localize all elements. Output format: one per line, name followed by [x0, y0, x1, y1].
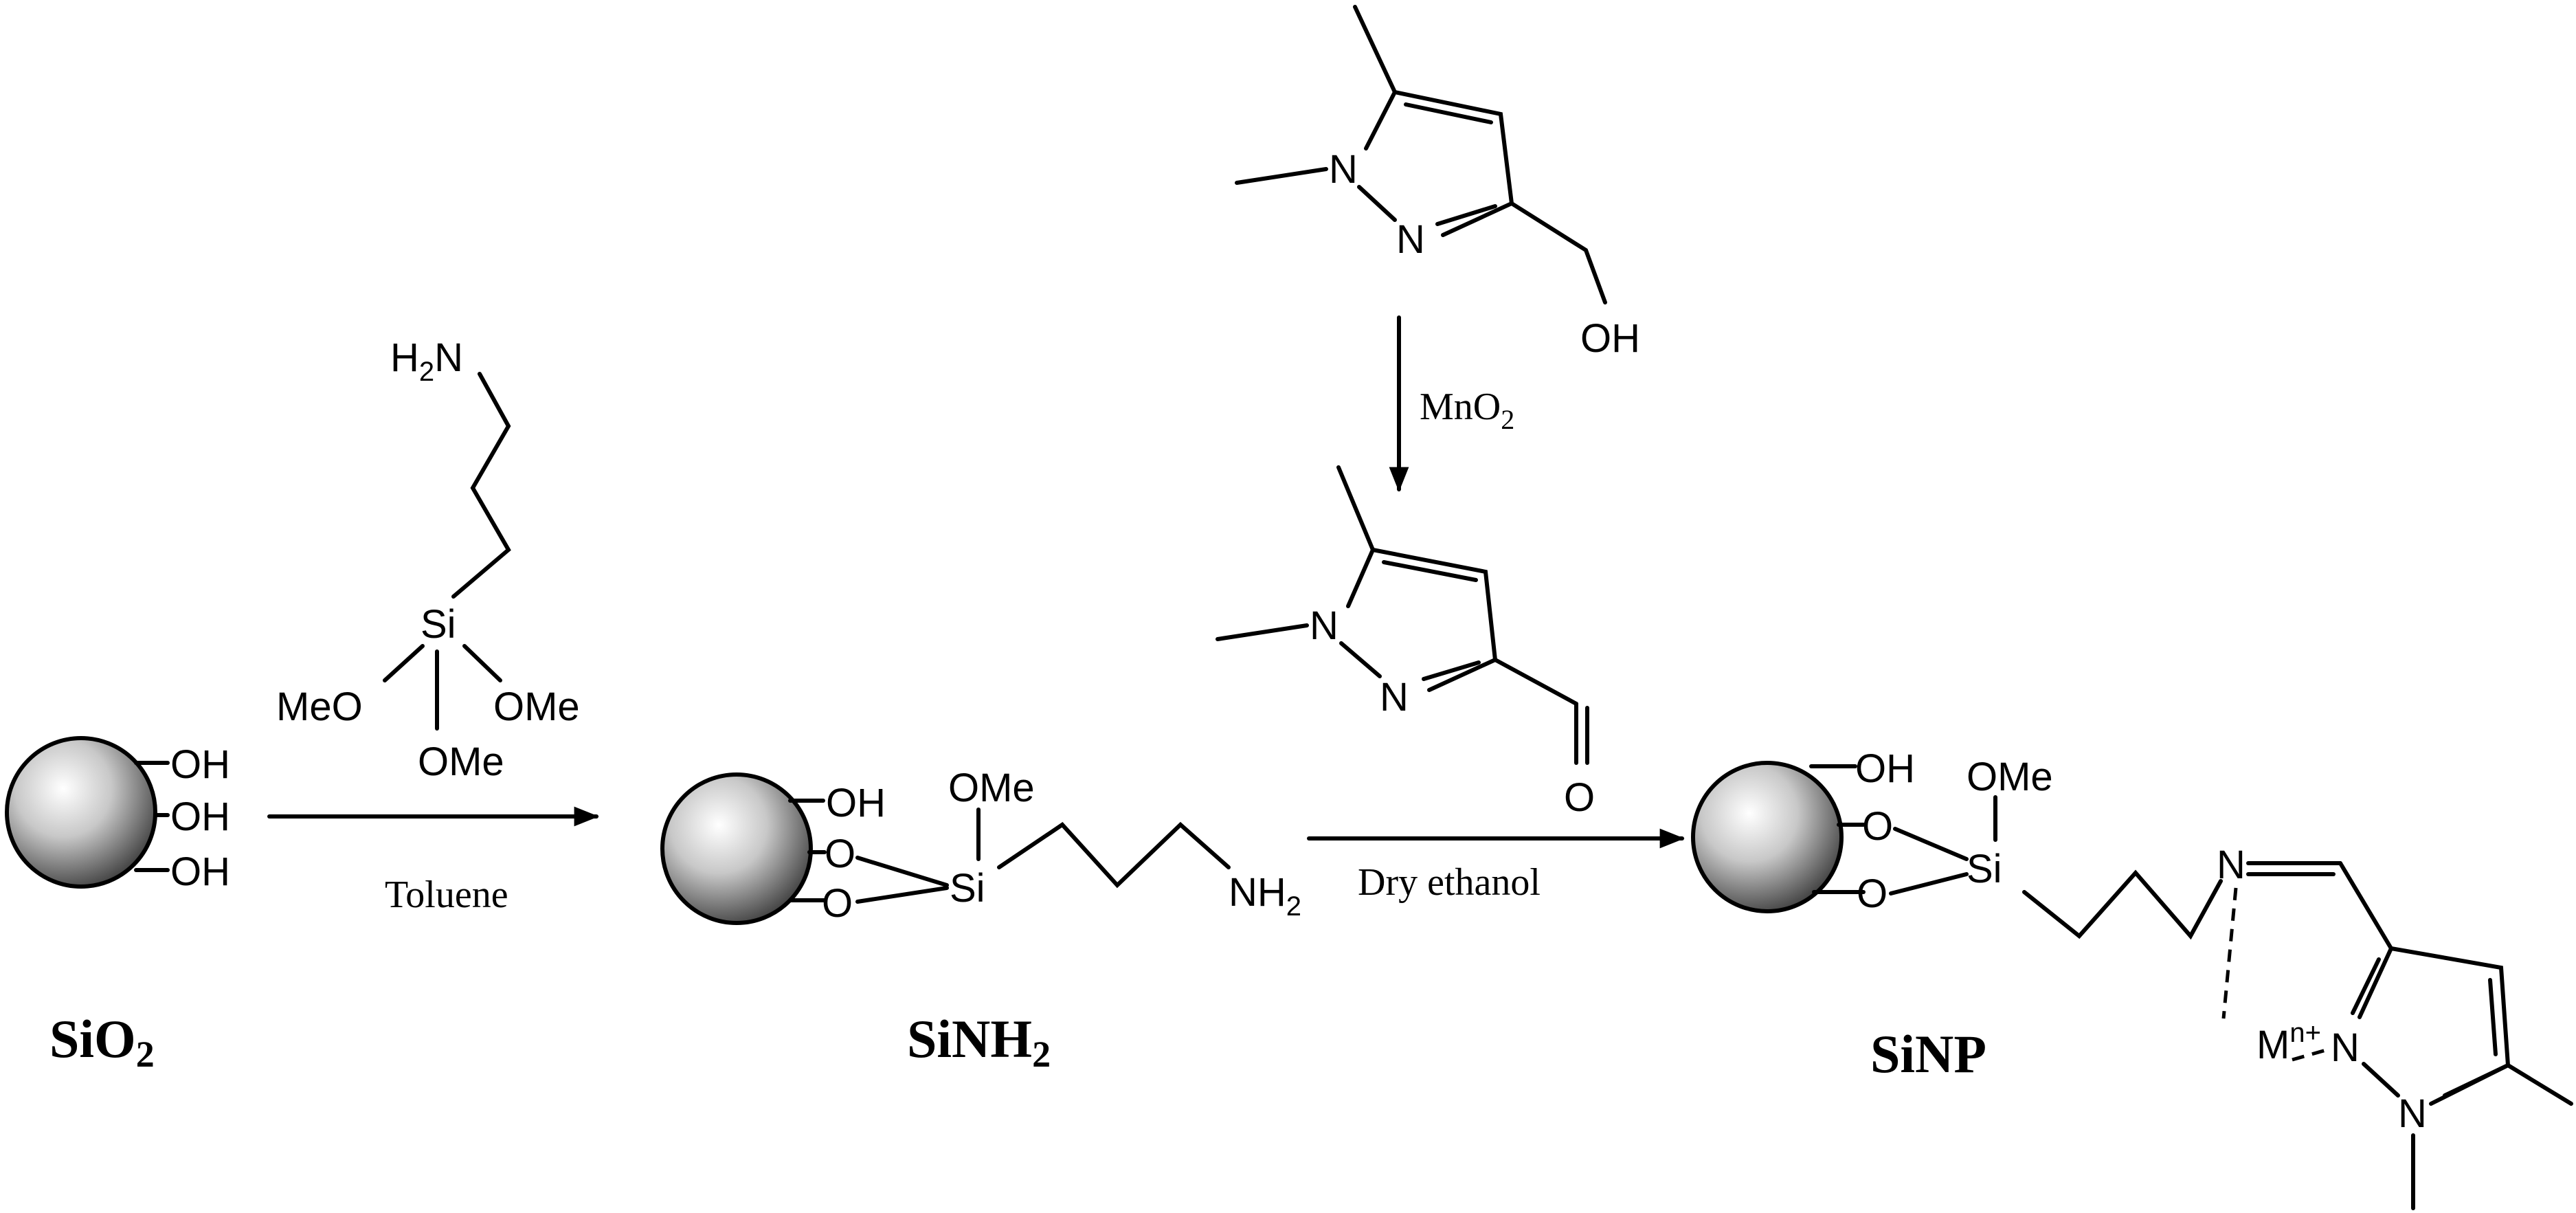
- pyrazole-methanol-structure: N N OH: [1235, 5, 1640, 361]
- coordination-bond-pyrazole: [2292, 1047, 2331, 1062]
- ring-double-bond: [1404, 102, 1493, 124]
- sinp-particle: OH O O Si OMe N N N Mn+: [1691, 746, 2573, 1210]
- ring-double-bond: [1422, 660, 1481, 681]
- silicon-label: Si: [950, 866, 985, 911]
- bond-c5-n1: [1346, 548, 1375, 608]
- ring-double-bond: [2488, 978, 2498, 1056]
- pyrazole-aldehyde-structure: N N O: [1216, 465, 1595, 820]
- pyrazole-ring: [1393, 90, 1514, 237]
- hydroxyl-label: OH: [826, 781, 886, 825]
- propyl-chain: [2022, 869, 2223, 940]
- solvent-toluene-label: Toluene: [385, 873, 508, 916]
- silica-sphere: [1691, 761, 1844, 913]
- methoxy-bottom-label: OMe: [418, 739, 504, 784]
- bond-n1-c5: [2429, 1063, 2510, 1106]
- nitrogen-label: N: [2398, 1091, 2427, 1136]
- compound-label-sinh2: SiNH2: [907, 1009, 1051, 1075]
- methoxy-left-label: MeO: [276, 685, 363, 729]
- bond-methyl: [1336, 465, 1375, 552]
- ring-double-bond: [1382, 560, 1478, 582]
- bond-c3-n2: [2357, 946, 2393, 1019]
- ring-double-bond: [1435, 204, 1497, 226]
- bond-n-methyl: [1235, 167, 1328, 185]
- nitrogen-label: N: [1310, 603, 1339, 648]
- oxygen-label: O: [1564, 775, 1595, 820]
- hydroxyl-label: OH: [1855, 746, 1915, 791]
- bond-n2-n1: [2362, 1062, 2400, 1098]
- compound-label-sio2: SiO2: [49, 1009, 155, 1075]
- aptms-structure: H2N Si MeO OMe OMe: [276, 335, 580, 784]
- oxygen-label: O: [1857, 871, 1888, 916]
- bond-n-methyl: [1216, 623, 1309, 641]
- hydroxyl-label: OH: [1580, 316, 1640, 361]
- bond-o-si-1: [1893, 827, 1969, 861]
- bond-ch2oh: [1510, 201, 1607, 304]
- solvent-dry-ethanol-label: Dry ethanol: [1358, 861, 1541, 904]
- bond-o-si-1: [855, 856, 949, 887]
- amine-label: NH2: [1229, 870, 1301, 922]
- bond-n1-n2: [1339, 641, 1382, 678]
- methoxy-right-label: OMe: [493, 685, 580, 729]
- coordination-bond-imine: [2221, 887, 2238, 1019]
- nitrogen-label: N: [1396, 217, 1425, 262]
- bond-si-ome-left: [383, 644, 425, 682]
- metal-ion-label: Mn+: [2256, 1018, 2321, 1067]
- nitrogen-label: N: [1380, 675, 1409, 720]
- bond-si-ome-right: [462, 644, 502, 682]
- bond-o-si-2: [855, 886, 949, 904]
- hydroxyl-label: OH: [170, 849, 230, 894]
- silicon-label: Si: [421, 602, 456, 647]
- silica-sphere: [5, 736, 157, 889]
- amine-silica-particle: OH O O Si OMe NH2: [660, 766, 1301, 926]
- nitrogen-label: N: [1329, 147, 1358, 192]
- propyl-chain: [997, 821, 1231, 889]
- compound-label-sinp: SiNP: [1870, 1024, 1986, 1084]
- bond-methyl: [1353, 5, 1397, 94]
- oxidant-label: MnO2: [1420, 386, 1514, 435]
- pyrazole-ring: [1371, 548, 1498, 692]
- nitrogen-label: N: [2331, 1025, 2360, 1070]
- imine-nitrogen-label: N: [2217, 843, 2245, 887]
- hydroxyl-label: OH: [170, 742, 230, 787]
- propyl-chain: [451, 372, 511, 599]
- ring-double-bond: [2351, 957, 2381, 1015]
- bond-c5-n1: [1364, 90, 1397, 151]
- hydroxyl-label: OH: [170, 794, 230, 839]
- bond-c-cho: [1493, 658, 1578, 706]
- methoxy-label: OMe: [948, 766, 1035, 810]
- methoxy-label: OMe: [1967, 755, 2053, 799]
- bond-ch-ring: [2338, 861, 2393, 950]
- oxygen-label: O: [825, 832, 855, 876]
- oxygen-label: O: [1862, 804, 1893, 849]
- bond-o-si-2: [1889, 872, 1969, 895]
- silicon-label: Si: [1967, 847, 2002, 891]
- bond-c5-methyl: [2506, 1063, 2573, 1106]
- silica-particle: OH OH OH: [5, 736, 230, 894]
- silica-sphere: [660, 772, 813, 925]
- amine-label: H2N: [390, 335, 463, 387]
- oxygen-label: O: [822, 881, 853, 926]
- bond-n1-n2: [1357, 185, 1397, 222]
